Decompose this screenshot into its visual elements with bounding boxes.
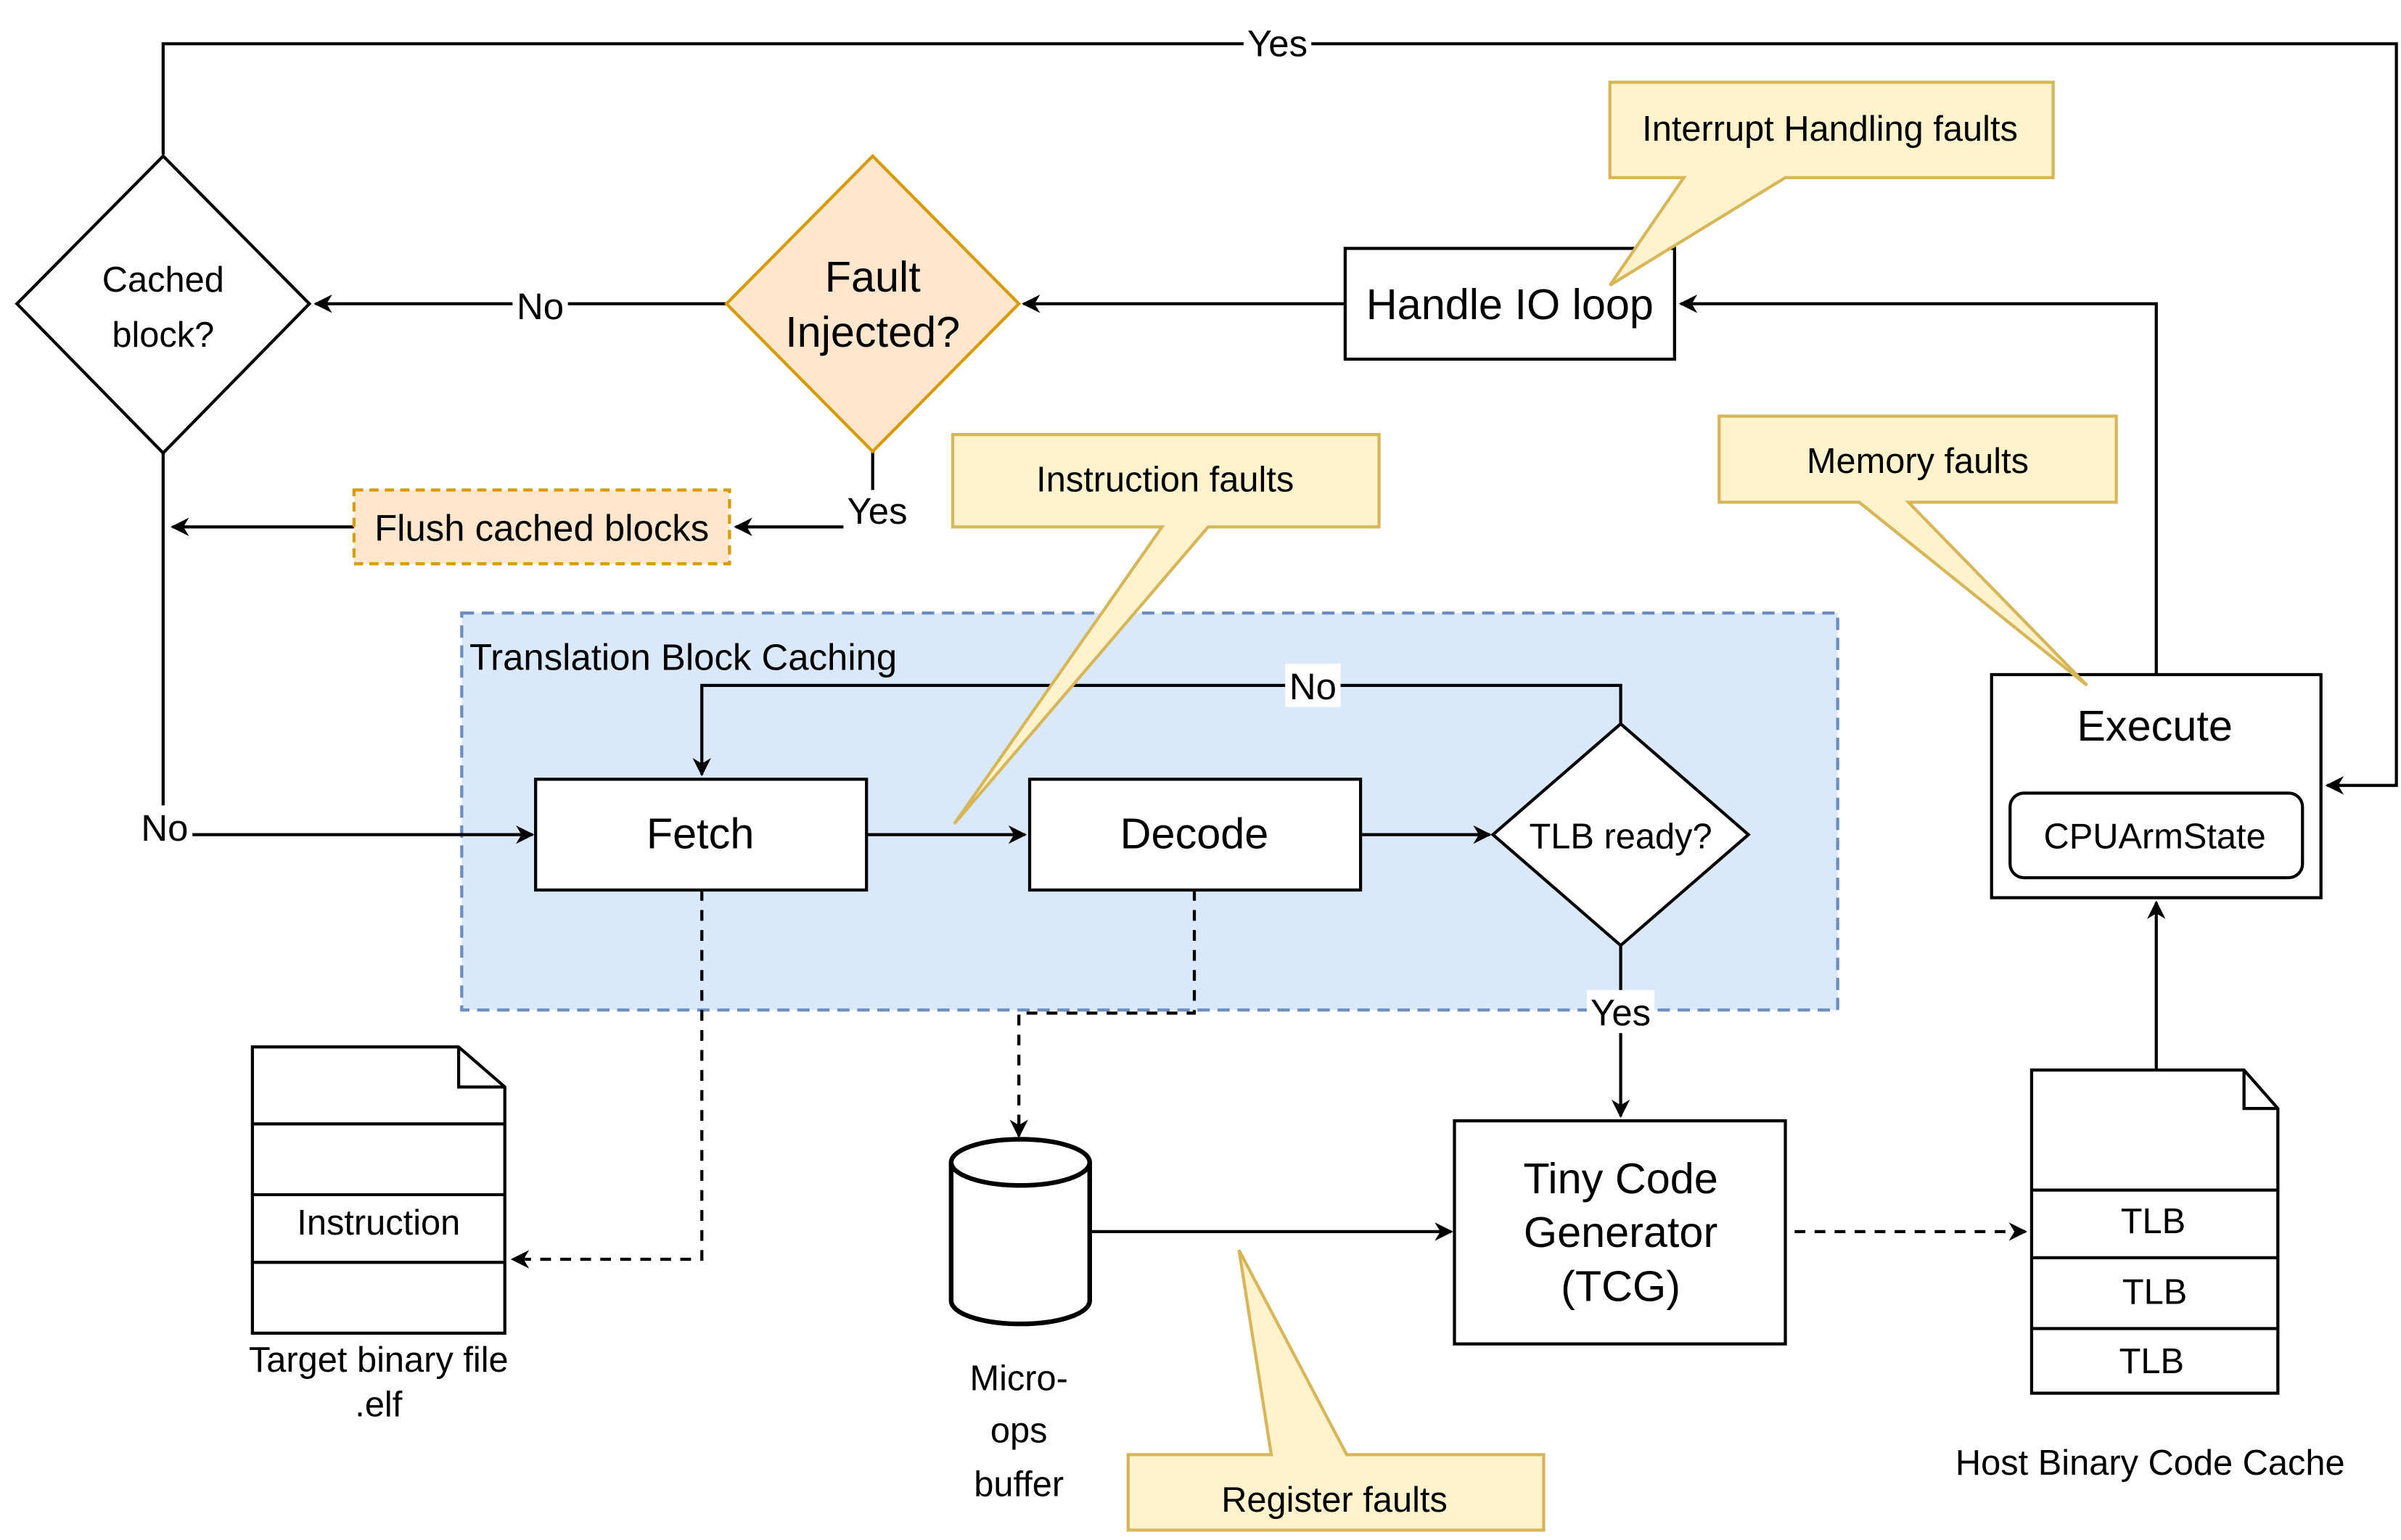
label-tlb-no: No	[1289, 666, 1337, 707]
callout-register-label: Register faults	[1221, 1481, 1448, 1520]
tlb-ready-decision: TLB ready?	[1490, 722, 1751, 948]
callout-memory: Memory faults	[1717, 414, 2118, 687]
micro-ops-label-1: Micro-	[969, 1359, 1067, 1398]
callout-register: Register faults	[1126, 1249, 1546, 1532]
edge-cached-yes-to-execute	[161, 42, 2398, 795]
group-title: Translation Block Caching	[469, 637, 897, 678]
callout-interrupt-label: Interrupt Handling faults	[1642, 110, 2018, 149]
edge-decode-to-buffer	[1009, 889, 1197, 1138]
host-cache-label: Host Binary Code Cache	[1955, 1444, 2345, 1483]
edge-fetch-to-binary	[510, 889, 704, 1269]
cpu-arm-state-label: CPUArmState	[2044, 818, 2266, 857]
callout-memory-label: Memory faults	[1807, 442, 2029, 481]
binary-file-label-1: Target binary file	[249, 1341, 509, 1380]
handle-io-loop-box: Handle IO loop	[1343, 247, 1676, 361]
label-tlb-yes: Yes	[1591, 992, 1651, 1034]
host-binary-code-cache: TLB TLB TLB Host Binary Code Cache	[1955, 1068, 2345, 1483]
tlb-entry: TLB	[2122, 1273, 2187, 1312]
tcg-label-1: Tiny Code	[1523, 1154, 1717, 1203]
edge-tlb-no-to-fetch	[692, 683, 1622, 777]
tcg-label-3: (TCG)	[1561, 1261, 1680, 1310]
callout-instruction-label: Instruction faults	[1036, 461, 1294, 500]
flush-cached-blocks-label: Flush cached blocks	[374, 507, 709, 548]
execute-box: Execute CPUArmState	[1990, 672, 2323, 899]
cached-block-label-1: Cached	[102, 260, 224, 300]
fault-injected-label-2: Injected?	[785, 308, 960, 356]
label-top-yes: Yes	[1247, 22, 1308, 64]
fault-injected-decision: Fault Injected?	[724, 154, 1022, 454]
cached-block-decision: Cached block?	[15, 154, 312, 456]
fault-injected-label-1: Fault	[825, 252, 922, 301]
cached-block-label-2: block?	[112, 316, 214, 355]
label-cached-no: No	[141, 807, 188, 849]
tlb-entry: TLB	[2121, 1202, 2185, 1241]
fetch-box: Fetch	[534, 778, 869, 892]
decode-box: Decode	[1027, 778, 1363, 892]
cpu-arm-state-box	[2008, 791, 2304, 880]
label-fault-yes: Yes	[847, 490, 908, 532]
binary-file-label-2: .elf	[355, 1385, 403, 1424]
edge-execute-to-io	[1678, 295, 2158, 675]
dashed-edges	[510, 889, 2027, 1269]
tlb-entry: TLB	[2119, 1342, 2184, 1381]
handle-io-loop-label: Handle IO loop	[1366, 280, 1654, 329]
edge-labels: Yes No Yes No No Yes	[136, 22, 1655, 1034]
execute-label: Execute	[2077, 701, 2233, 750]
callout-instruction: Instruction faults	[951, 432, 1381, 825]
decode-label: Decode	[1120, 810, 1269, 858]
tlb-ready-label: TLB ready?	[1530, 818, 1712, 857]
label-fault-no: No	[517, 286, 564, 327]
micro-ops-buffer: Micro- ops buffer	[948, 1137, 1092, 1504]
micro-ops-label-3: buffer	[974, 1465, 1064, 1504]
tcg-label-2: Generator	[1524, 1208, 1717, 1256]
flush-cached-blocks-box: Flush cached blocks	[352, 488, 731, 566]
fetch-label: Fetch	[647, 810, 754, 858]
tcg-box: Tiny Code Generator (TCG)	[1453, 1119, 1787, 1346]
target-binary-file: Instruction Target binary file .elf	[249, 1045, 509, 1424]
micro-ops-label-2: ops	[990, 1411, 1048, 1450]
callout-interrupt-handling: Interrupt Handling faults	[1608, 81, 2055, 287]
binary-instruction-label: Instruction	[297, 1203, 460, 1243]
